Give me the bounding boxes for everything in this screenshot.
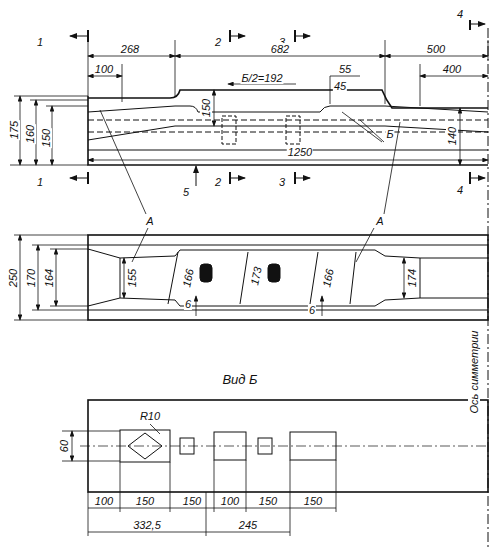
dimension-label: 3 [278,176,286,188]
dimension-label: 155 [126,268,138,288]
dimension-label: 166 [180,267,196,289]
dimension-label: 60 [58,439,70,453]
dimension-label: А [375,215,384,227]
dimension-label: 2 [214,176,222,188]
dimension-lines [10,40,488,165]
dimension-label: 250 [7,268,19,288]
dimension-label: 150 [40,128,52,148]
dimension-label: 175 [8,120,20,140]
dimension-label: 173 [248,265,264,287]
dimension-label: 164 [43,268,55,288]
dimension-label: 400 [442,63,462,75]
dimension-label: 268 [120,43,140,55]
dimension-label: 174 [406,268,418,288]
side-view [88,90,488,165]
dimension-label: 100 [94,63,114,75]
dimension-label: 4 [456,8,464,20]
dimension-label: 500 [426,43,446,55]
dimension-label: 245 [238,519,258,531]
dimension-label: R10 [139,410,161,422]
dimension-label: Б [385,128,394,140]
section-markers [70,20,485,186]
dimension-label: 166 [320,267,336,289]
dimension-label: Б/2=192 [240,72,283,84]
dimension-label: 100 [94,495,114,507]
dimension-label: 6 [308,304,316,316]
dimension-label: 1250 [287,146,313,158]
dimension-label: 6 [184,298,192,310]
view-title: Вид Б [221,374,258,386]
view-b [80,400,488,492]
leader-lines [100,110,400,262]
dimension-lines [62,424,336,536]
dimension-label: 150 [303,495,323,507]
dimension-label: А [145,215,154,227]
dimension-label: 140 [446,126,458,146]
axis-note: Ось симметрии [468,330,480,415]
dimension-label: 150 [135,495,155,507]
dimension-label: 1 [36,36,44,48]
dimension-label: 332,5 [132,519,162,531]
dimension-label: 5 [182,186,190,198]
plan-view [88,235,488,320]
dimension-label: 682 [270,43,290,55]
dimension-label: 55 [338,63,352,75]
dimension-label: 160 [24,124,36,144]
dimension-label: 100 [220,495,240,507]
dimension-label: 150 [200,98,212,118]
dimension-label: 4 [456,184,464,196]
dimension-label: 170 [25,268,37,288]
dimension-label: 45 [333,80,347,92]
dimension-label: 150 [258,495,278,507]
dimension-label: 150 [182,495,202,507]
dimension-lines [14,235,404,320]
dimension-label: 2 [214,36,222,48]
dimension-label: 1 [36,176,44,188]
